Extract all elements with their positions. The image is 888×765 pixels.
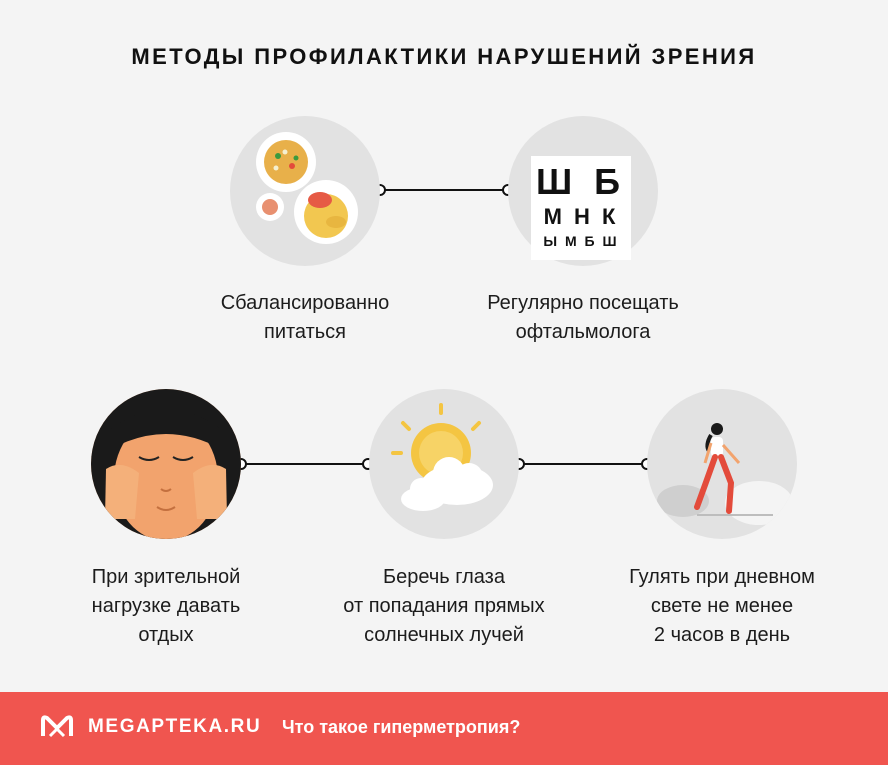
- walk-circle: [647, 389, 797, 539]
- caption-line: нагрузке давать: [91, 595, 241, 617]
- article-link[interactable]: Что такое гиперметропия?: [282, 717, 521, 737]
- method-caption-walk: Гулять при дневном свете не менее 2 часо…: [582, 563, 862, 650]
- caption-line: солнечных лучей: [364, 624, 524, 646]
- rest-circle: [91, 389, 241, 539]
- eye-chart-row-2: М Н К: [543, 204, 619, 229]
- method-caption-diet: Сбалансированно питаться: [165, 289, 445, 347]
- caption-line: отдых: [138, 624, 194, 646]
- footer-bar: MEGAPTEKA.RU Что такое гиперметропия?: [0, 692, 888, 765]
- brand-name[interactable]: MEGAPTEKA.RU: [88, 716, 262, 737]
- caption-line: свете не менее: [650, 595, 794, 617]
- megapteka-logo-icon: [41, 715, 73, 738]
- caption-line: Регулярно посещать: [487, 292, 679, 314]
- eye-chart-icon: Ш Б М Н К Ы М Б Ш: [531, 156, 631, 260]
- caption-line: 2 часов в день: [653, 624, 791, 646]
- caption-line: При зрительной: [91, 566, 241, 588]
- caption-line: Сбалансированно: [220, 292, 390, 314]
- caption-line: офтальмолога: [515, 321, 651, 343]
- method-caption-sun: Беречь глаза от попадания прямых солнечн…: [304, 563, 584, 650]
- walking-woman-icon: [657, 423, 793, 525]
- caption-line: питаться: [263, 321, 347, 343]
- food-plates-icon: [256, 132, 358, 244]
- eye-chart-row-3: Ы М Б Ш: [543, 233, 619, 249]
- page-title: МЕТОДЫ ПРОФИЛАКТИКИ НАРУШЕНИЙ ЗРЕНИЯ: [131, 44, 757, 69]
- method-caption-ophthalmologist: Регулярно посещать офтальмолога: [443, 289, 723, 347]
- sun-cloud-icon: [391, 403, 493, 511]
- caption-line: Гулять при дневном: [629, 566, 815, 588]
- sun-circle: [369, 389, 519, 539]
- method-caption-rest: При зрительной нагрузке давать отдых: [26, 563, 306, 650]
- eye-chart-row-1: Ш Б: [535, 161, 627, 202]
- caption-line: Беречь глаза: [383, 566, 505, 588]
- resting-woman-icon: [91, 389, 241, 539]
- caption-line: от попадания прямых: [343, 595, 545, 617]
- food-circle: [230, 116, 380, 266]
